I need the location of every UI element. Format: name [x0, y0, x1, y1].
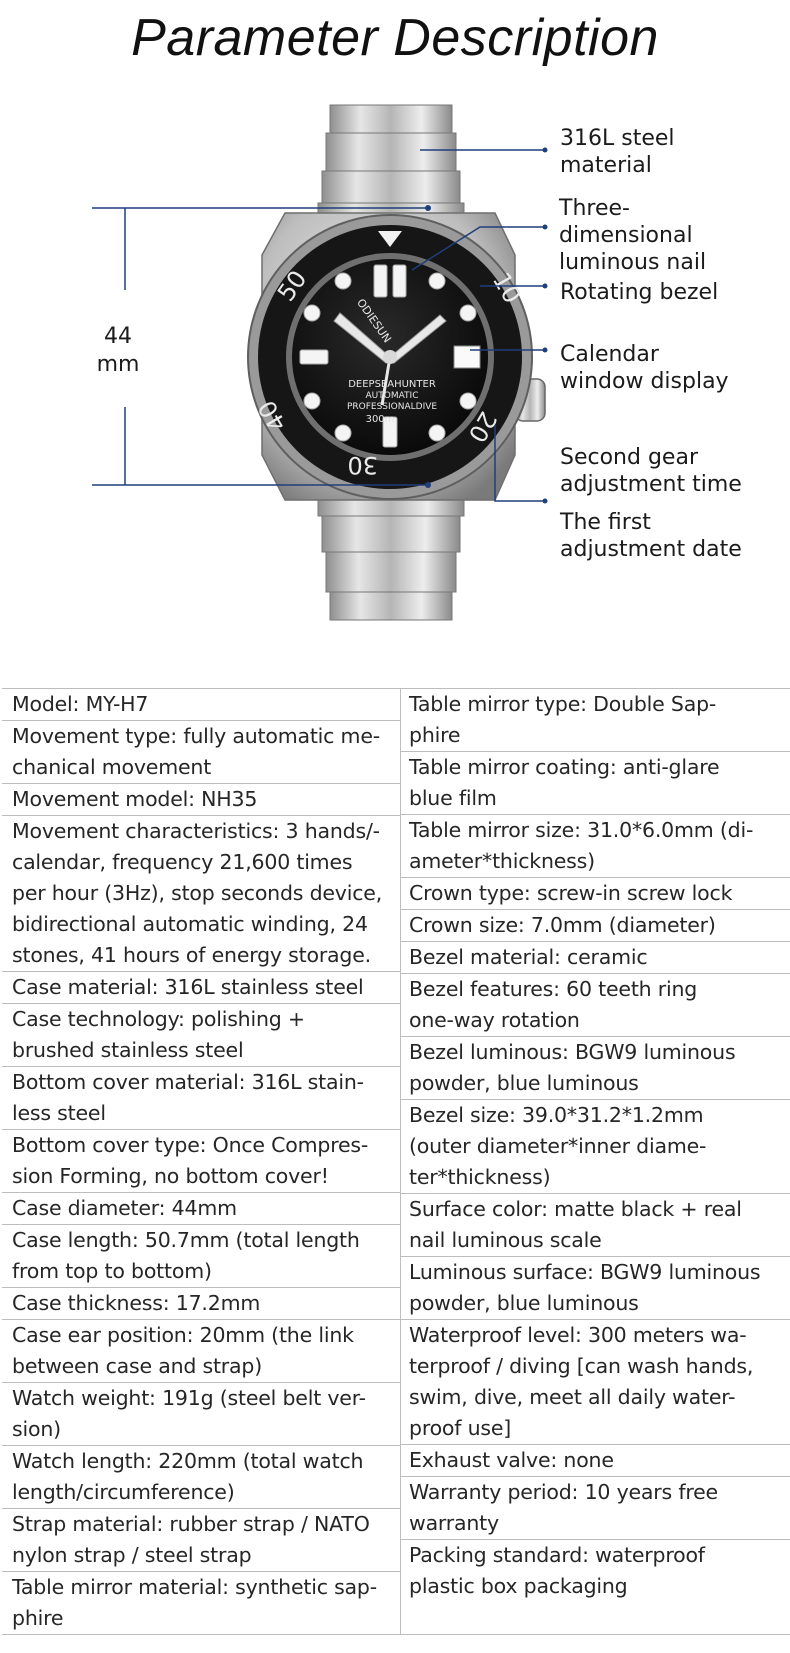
hour-markers: [299, 264, 477, 448]
spec-cell: Strap material: rubber strap / NATO nylo…: [2, 1509, 400, 1572]
page-title: Parameter Description: [131, 9, 659, 67]
bezel-number: 30: [347, 451, 378, 479]
spec-cell: Movement type: fully automatic me- chani…: [2, 721, 400, 784]
spec-cell: Case length: 50.7mm (total length from t…: [2, 1225, 400, 1288]
spec-cell: Movement model: NH35: [2, 784, 400, 816]
spec-cell: Surface color: matte black + real nail l…: [401, 1194, 790, 1257]
spec-cell: Case thickness: 17.2mm: [2, 1288, 400, 1320]
spec-cell: Table mirror coating: anti-glare blue fi…: [401, 752, 790, 815]
dial-text: 300m: [366, 414, 395, 425]
callout-rotating-bezel: Rotating bezel: [560, 280, 719, 305]
callout-second-gear: Second gear adjustment time: [560, 445, 742, 497]
watch-illustration: 50 40 30 20 10 ODIESUN DEEPSEAHUNTER AUT…: [92, 104, 548, 621]
spec-cell: Case ear position: 20mm (the link betwee…: [2, 1320, 400, 1383]
spec-cell: Crown size: 7.0mm (diameter): [401, 910, 790, 942]
spec-cell: Warranty period: 10 years free warranty: [401, 1477, 790, 1540]
callout-luminous-nail: Three- dimensional luminous nail: [559, 196, 707, 275]
dimension-lines: [92, 207, 428, 486]
callout-lines: [411, 149, 545, 502]
spec-cell: Bottom cover material: 316L stain- less …: [2, 1067, 400, 1130]
bracelet-bottom: [317, 489, 465, 621]
dial-text: DEEPSEAHUNTER: [348, 379, 436, 390]
spec-cell: Bezel material: ceramic: [401, 942, 790, 974]
spec-cell: Exhaust valve: none: [401, 1445, 790, 1477]
bracelet-top: [317, 104, 465, 226]
spec-cell: Table mirror size: 31.0*6.0mm (di- amete…: [401, 815, 790, 878]
spec-cell: Table mirror type: Double Sap- phire: [401, 689, 790, 752]
watch-diagram: 50 40 30 20 10 ODIESUN DEEPSEAHUNTER AUT…: [0, 95, 790, 655]
spec-cell: Watch weight: 191g (steel belt ver- sion…: [2, 1383, 400, 1446]
spec-cell: Case diameter: 44mm: [2, 1193, 400, 1225]
spec-cell: Model: MY-H7: [2, 689, 400, 721]
spec-cell: Bottom cover type: Once Compres- sion Fo…: [2, 1130, 400, 1193]
dial-text: AUTOMATIC: [366, 391, 419, 401]
bezel-triangle: [378, 231, 402, 247]
callout-endpoints: [542, 147, 548, 504]
callout-calendar: Calendar window display: [560, 342, 729, 394]
date-window: [453, 345, 481, 369]
callout-first-adjustment: The first adjustment date: [560, 510, 742, 562]
spec-cell: Packing standard: waterproof plastic box…: [409, 1543, 705, 1598]
dimension-label: 44 mm: [96, 324, 140, 377]
spec-cell: Table mirror material: synthetic sap- ph…: [12, 1575, 377, 1630]
dial-text: PROFESSIONALDIVE: [347, 402, 437, 412]
spec-cell: Watch length: 220mm (total watch length/…: [2, 1446, 400, 1509]
spec-cell: Case material: 316L stainless steel: [2, 972, 400, 1004]
spec-cell: Luminous surface: BGW9 luminous powder, …: [401, 1257, 790, 1320]
callout-steel: 316L steel material: [560, 126, 675, 178]
hands: [333, 312, 447, 406]
spec-cell: Movement characteristics: 3 hands/- cale…: [2, 816, 400, 972]
spec-cell: Waterproof level: 300 meters wa- terproo…: [401, 1320, 790, 1445]
spec-cell: Crown type: screw-in screw lock: [401, 878, 790, 910]
spec-cell: Case technology: polishing + brushed sta…: [2, 1004, 400, 1067]
spec-cell: Bezel luminous: BGW9 luminous powder, bl…: [401, 1037, 790, 1100]
spec-cell: Bezel size: 39.0*31.2*1.2mm (outer diame…: [401, 1100, 790, 1194]
spec-cell: Bezel features: 60 teeth ring one-way ro…: [401, 974, 790, 1037]
dimension-endpoints: [425, 205, 431, 488]
